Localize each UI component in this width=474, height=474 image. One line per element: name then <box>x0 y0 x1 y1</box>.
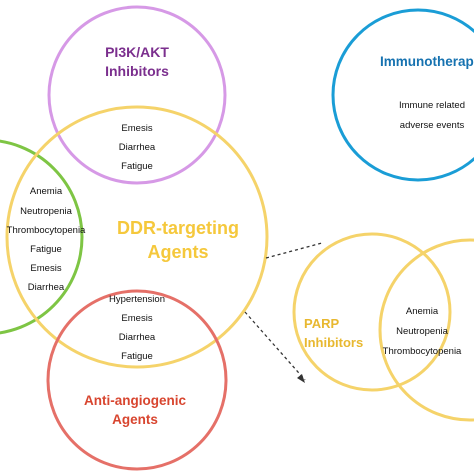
pi3k-overlap-item: Fatigue <box>121 161 153 172</box>
immune-events-line1: Immune related <box>399 100 465 111</box>
pi3k-title-line1: PI3K/AKT <box>105 44 169 60</box>
parp-overlap-item: Anemia <box>406 306 439 317</box>
parp-circle-left <box>292 232 452 392</box>
ddr-circle <box>5 105 269 369</box>
green-overlap-item: Emesis <box>30 263 61 274</box>
pi3k-overlap-item: Emesis <box>121 123 152 134</box>
parp-circle-right <box>378 238 474 422</box>
green-overlap-item: Anemia <box>30 186 63 197</box>
angio-overlap-item: Hypertension <box>109 294 165 305</box>
immunotherapy-title: Immunotherapy <box>380 54 474 69</box>
pi3k-overlap-item: Diarrhea <box>119 142 156 153</box>
green-overlap-item: Thrombocytopenia <box>7 225 86 236</box>
connector-upper <box>265 242 323 259</box>
green-circle <box>0 139 84 335</box>
angio-overlap-item: Diarrhea <box>119 332 156 343</box>
angio-title-line2: Agents <box>112 412 158 427</box>
ddr-title-line1: DDR-targeting <box>117 218 239 238</box>
green-overlap-item: Diarrhea <box>28 282 65 293</box>
ddr-title-line2: Agents <box>147 242 208 262</box>
parp-overlap-item: Thrombocytopenia <box>383 346 462 357</box>
immunotherapy-circle <box>331 8 474 182</box>
parp-title-line2: Inhibitors <box>304 335 363 350</box>
angio-title-line1: Anti-angiogenic <box>84 393 186 408</box>
pi3k-circle <box>47 5 227 185</box>
connector-arrowhead <box>297 374 305 383</box>
green-overlap-item: Neutropenia <box>20 206 72 217</box>
parp-title-line1: PARP <box>304 316 339 331</box>
green-overlap-item: Fatigue <box>30 244 62 255</box>
angio-overlap-item: Emesis <box>121 313 152 324</box>
immune-events-line2: adverse events <box>400 120 465 131</box>
anti-angiogenic-circle <box>46 289 228 471</box>
angio-overlap-item: Fatigue <box>121 351 153 362</box>
pi3k-title-line2: Inhibitors <box>105 63 169 79</box>
parp-overlap-item: Neutropenia <box>396 326 448 337</box>
